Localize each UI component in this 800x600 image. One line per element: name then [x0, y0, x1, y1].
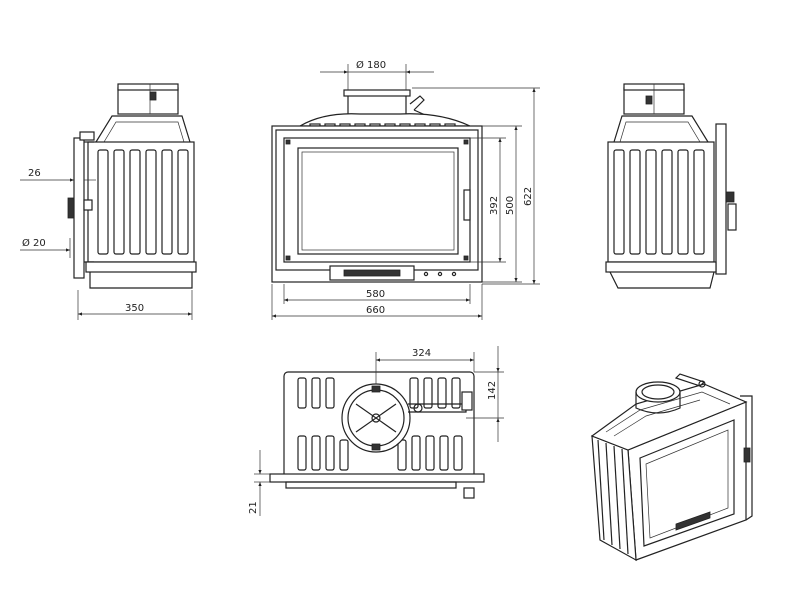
- dim-350: 350: [125, 303, 144, 314]
- top-dimensions: 324 142 21: [248, 346, 504, 516]
- dim-dia180: Ø 180: [356, 59, 386, 71]
- side-view-left: [67, 83, 197, 289]
- side-ribs-right: [613, 149, 705, 255]
- dim-660: 660: [366, 305, 385, 316]
- top-view: [269, 371, 485, 499]
- front-dimensions: Ø 180 580 660 392 500 622: [271, 59, 540, 320]
- dim-580: 580: [366, 289, 385, 300]
- side-view-right: [605, 83, 737, 289]
- dim-21: 21: [248, 501, 259, 514]
- front-view: [271, 89, 483, 283]
- dim-324: 324: [412, 348, 431, 359]
- side-ribs-left: [97, 149, 189, 255]
- dim-500: 500: [505, 196, 516, 215]
- side-dimensions: 350 26 Ø 20: [20, 168, 193, 320]
- dim-622: 622: [523, 187, 534, 206]
- dim-392: 392: [489, 196, 500, 215]
- top-ribs: [297, 377, 463, 471]
- dim-142: 142: [487, 381, 498, 400]
- dim-26: 26: [28, 168, 41, 179]
- iso-ribs: [597, 439, 629, 555]
- dim-dia20: Ø 20: [22, 237, 46, 249]
- isometric-view: [590, 373, 753, 562]
